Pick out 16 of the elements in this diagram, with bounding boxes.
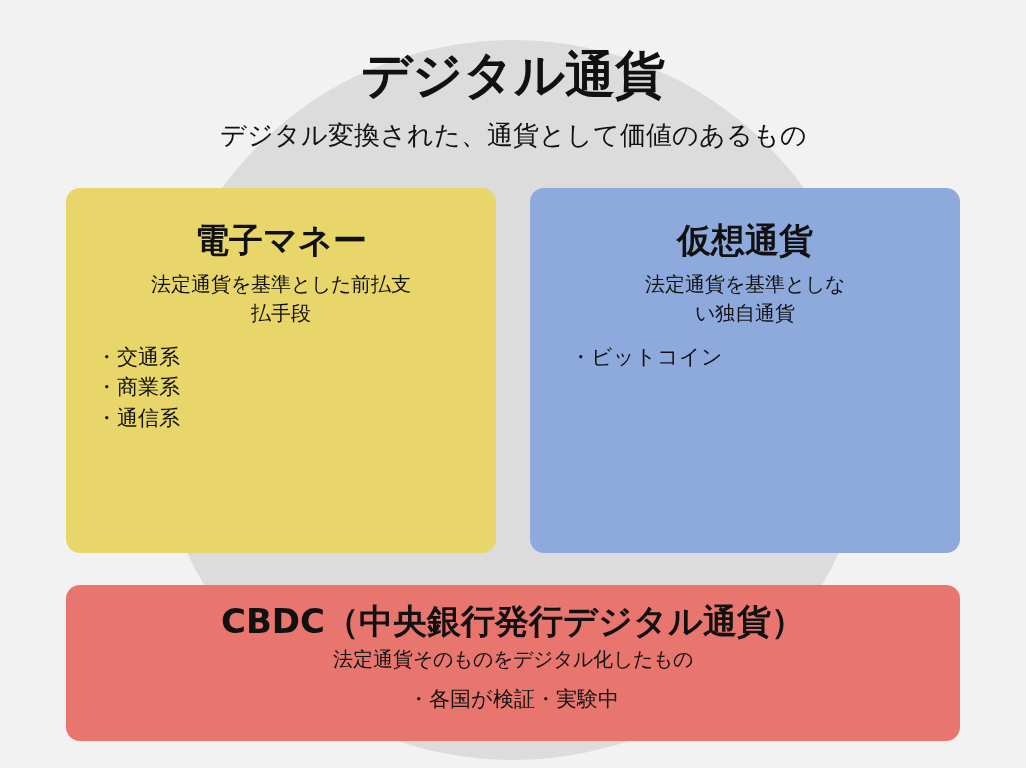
bullet-item: ・商業系 bbox=[96, 374, 181, 402]
description: 法定通貨を基準としない独自通貨 bbox=[644, 271, 846, 327]
card bbox=[66, 585, 960, 741]
heading: 電子マネー bbox=[194, 219, 368, 262]
bullet-item: ・通信系 bbox=[96, 404, 181, 432]
card bbox=[530, 188, 960, 553]
bullet-item: ・ビットコイン bbox=[570, 344, 724, 371]
description: 法定通貨そのものをデジタル化したもの bbox=[332, 646, 694, 673]
bullet-item: ・各国が検証・実験中 bbox=[407, 686, 619, 713]
heading: CBDC（中央銀行発行デジタル通貨） bbox=[219, 600, 806, 643]
title: デジタル通貨 bbox=[360, 45, 666, 106]
bullet-item: ・交通系 bbox=[96, 344, 181, 371]
subtitle: デジタル変換された、通貨として価値のあるもの bbox=[218, 119, 808, 152]
description: 法定通貨を基準とした前払支払手段 bbox=[151, 271, 411, 327]
card bbox=[66, 188, 496, 553]
heading: 仮想通貨 bbox=[675, 219, 814, 262]
